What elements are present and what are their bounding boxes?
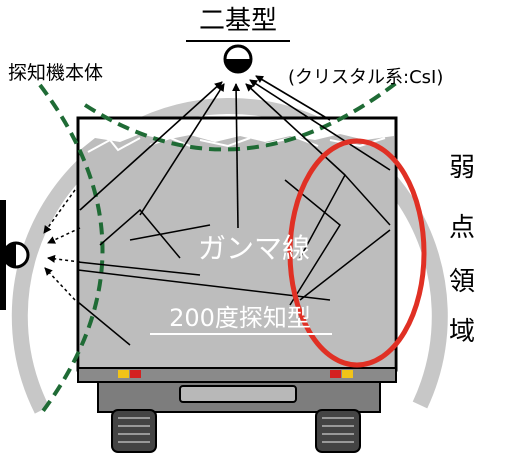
top-detector-icon bbox=[223, 44, 253, 74]
dashed-coverage-top bbox=[83, 78, 402, 152]
top-title: 二基型 bbox=[199, 6, 277, 36]
arrows-to-top-detector bbox=[79, 75, 391, 229]
gamma-label: ガンマ線 bbox=[198, 232, 310, 265]
coverage-arc bbox=[11, 98, 448, 414]
cargo-fill bbox=[80, 134, 394, 368]
dashed-coverage-left bbox=[38, 83, 105, 417]
wheel-right bbox=[315, 409, 361, 453]
tail-light-right-red bbox=[330, 370, 341, 378]
crystal-label: (クリスタル系:CsI) bbox=[288, 67, 443, 88]
weak-region-ellipse bbox=[287, 138, 427, 368]
left-detector-icon bbox=[0, 200, 30, 310]
weak-char-1: 弱 bbox=[449, 153, 475, 183]
arrows-to-left-detector bbox=[43, 189, 81, 301]
debris-lines bbox=[87, 135, 386, 153]
tail-light-left-yellow bbox=[118, 370, 129, 378]
license-plate bbox=[179, 385, 297, 403]
weak-char-4: 域 bbox=[449, 317, 475, 347]
lines-to-left-detector bbox=[77, 261, 331, 346]
wheel-left bbox=[111, 409, 157, 453]
weak-char-3: 領 bbox=[449, 267, 475, 297]
type200-label: 200度探知型 bbox=[169, 304, 311, 332]
detector-body-label: 探知機本体 bbox=[8, 62, 103, 84]
tail-light-left-red bbox=[130, 370, 141, 378]
weak-char-2: 点 bbox=[449, 213, 475, 243]
tail-light-right-yellow bbox=[342, 370, 353, 378]
